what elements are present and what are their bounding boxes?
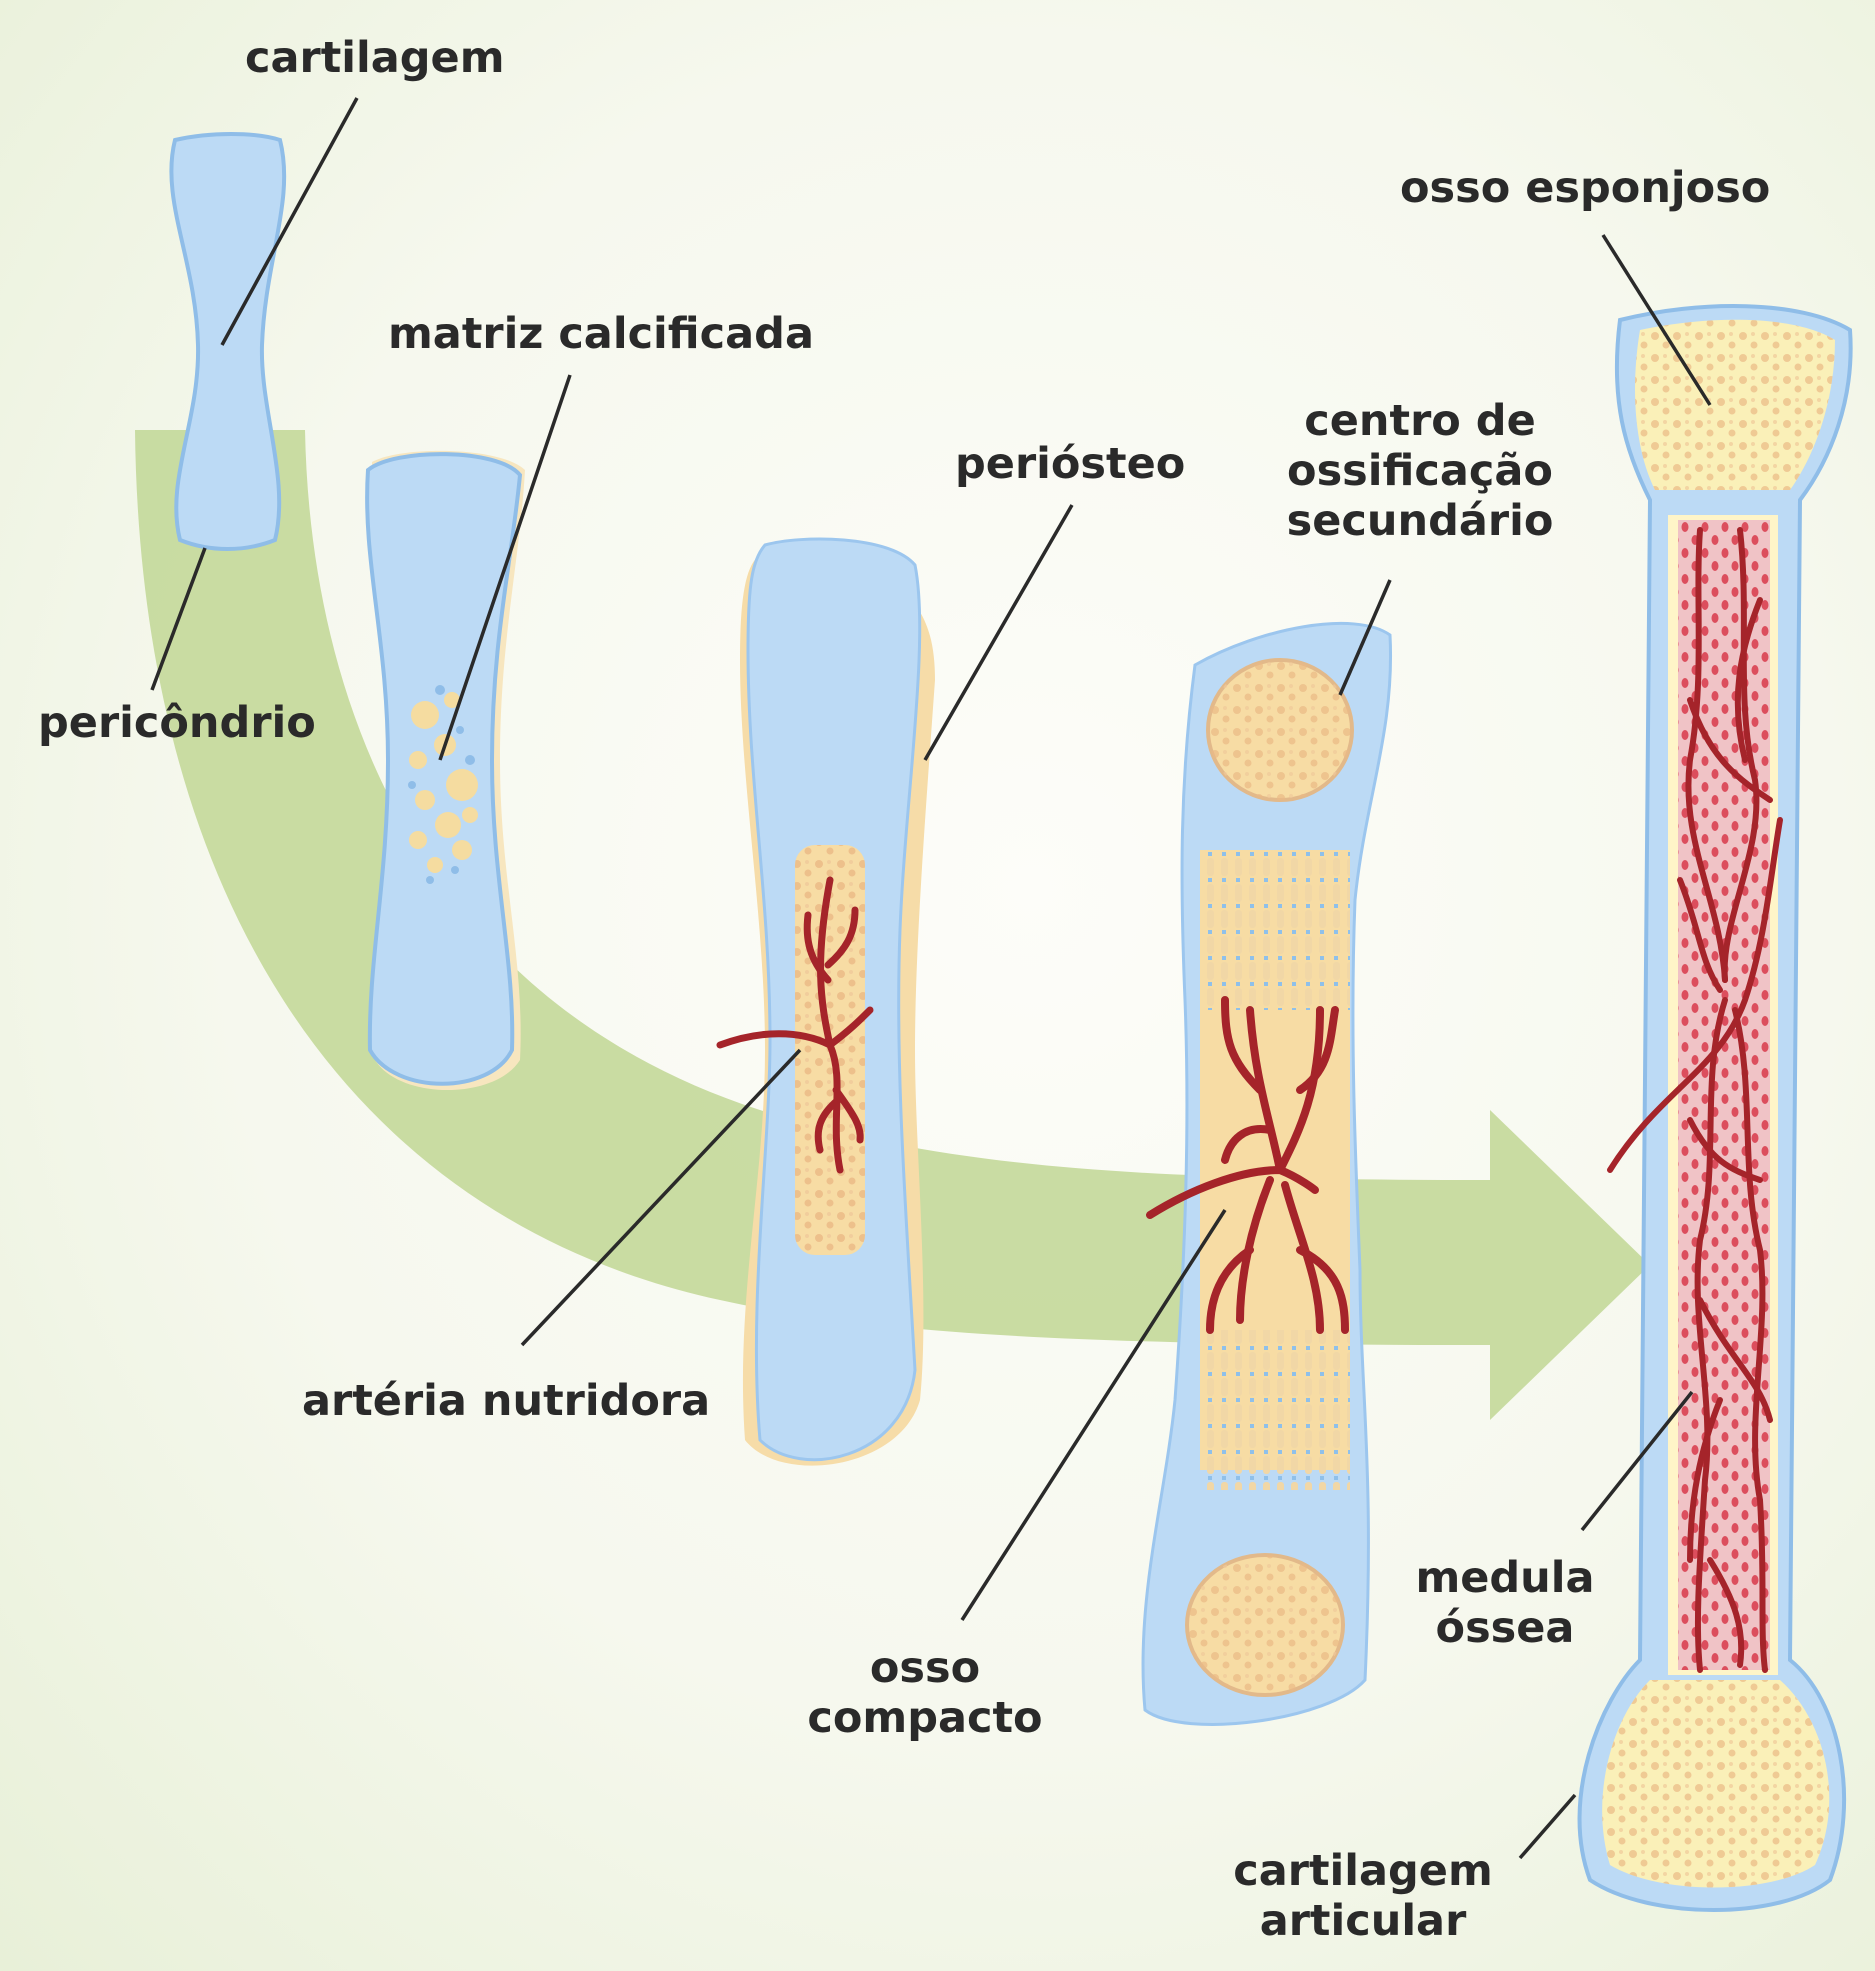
leader-lines xyxy=(150,97,1712,1860)
label-arteria-nutridora: artéria nutridora xyxy=(302,1376,710,1426)
progression-arrow xyxy=(135,430,1650,1420)
label-centro-ossificacao-line1: centro de xyxy=(1304,396,1535,446)
calcified-matrix-spots xyxy=(409,692,478,873)
stage-3-primary-ossification xyxy=(716,537,935,1466)
label-centro-ossificacao-line3: secundário xyxy=(1287,496,1554,546)
nutrient-artery-stage4 xyxy=(1146,996,1349,1334)
label-osso-compacto: osso compacto xyxy=(807,1643,1042,1743)
stage-4-secondary-ossification xyxy=(1141,621,1393,1726)
label-cartilagem-articular-line1: cartilagem xyxy=(1233,1846,1493,1896)
label-centro-ossificacao-line2: ossificação xyxy=(1287,446,1553,496)
stage-1-cartilage-model xyxy=(169,132,287,551)
label-pericondrio: pericôndrio xyxy=(38,698,316,748)
label-matriz-calcificada: matriz calcificada xyxy=(388,309,814,359)
label-osso-compacto-line1: osso xyxy=(870,1643,980,1693)
label-centro-ossificacao: centro de ossificação secundário xyxy=(1287,396,1554,546)
label-medula-ossea-line1: medula xyxy=(1415,1553,1594,1603)
stage-5-mature-bone xyxy=(1577,304,1853,1912)
label-medula-ossea: medula óssea xyxy=(1415,1553,1594,1653)
label-medula-ossea-line2: óssea xyxy=(1436,1603,1575,1653)
label-cartilagem-articular-line2: articular xyxy=(1260,1896,1467,1946)
stage-2-calcified-matrix xyxy=(365,450,525,1090)
marrow-vessels xyxy=(1607,527,1783,1673)
label-cartilagem: cartilagem xyxy=(245,33,505,83)
label-osso-compacto-line2: compacto xyxy=(807,1693,1042,1743)
nutrient-artery-stage3 xyxy=(716,876,874,1174)
labels: cartilagem pericôndrio matriz calcificad… xyxy=(38,33,1770,1946)
label-osso-esponjoso: osso esponjoso xyxy=(1400,163,1770,213)
label-periosteo: periósteo xyxy=(955,439,1185,489)
label-cartilagem-articular: cartilagem articular xyxy=(1233,1846,1493,1946)
